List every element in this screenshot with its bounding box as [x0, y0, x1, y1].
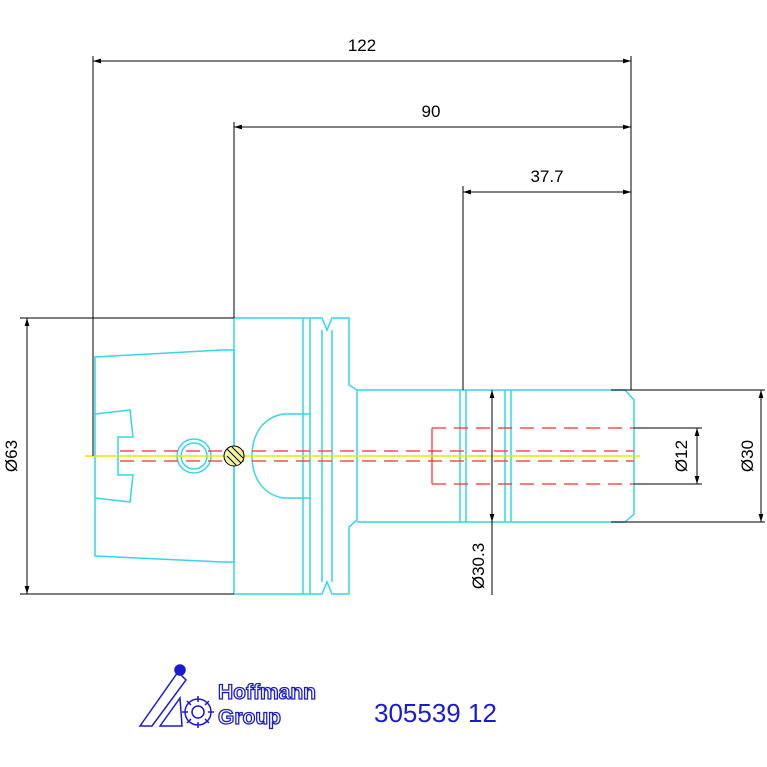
- logo-wordmark: Hoffmann Group: [217, 680, 316, 729]
- logo-triangle-icon: [138, 670, 187, 727]
- hoffmann-logo: [138, 664, 214, 728]
- logo-name-line2: Group: [218, 706, 281, 729]
- nose: [357, 389, 635, 523]
- dim-text-d30-3: Ø30.3: [469, 543, 488, 589]
- dim-text-90: 90: [422, 102, 441, 121]
- part-number: 305539 12: [374, 698, 497, 728]
- dim-text-122: 122: [348, 36, 376, 55]
- dim-text-d12: Ø12: [672, 440, 691, 472]
- dimension-lines: [20, 56, 765, 595]
- logo-name-line1: Hoffmann: [218, 681, 316, 704]
- grip-groove: [303, 317, 358, 595]
- dim-text-d30: Ø30: [738, 440, 757, 472]
- dim-text-37-7: 37.7: [530, 167, 563, 186]
- gauge-point-marker: [223, 445, 245, 467]
- dim-text-d63: Ø63: [2, 440, 21, 472]
